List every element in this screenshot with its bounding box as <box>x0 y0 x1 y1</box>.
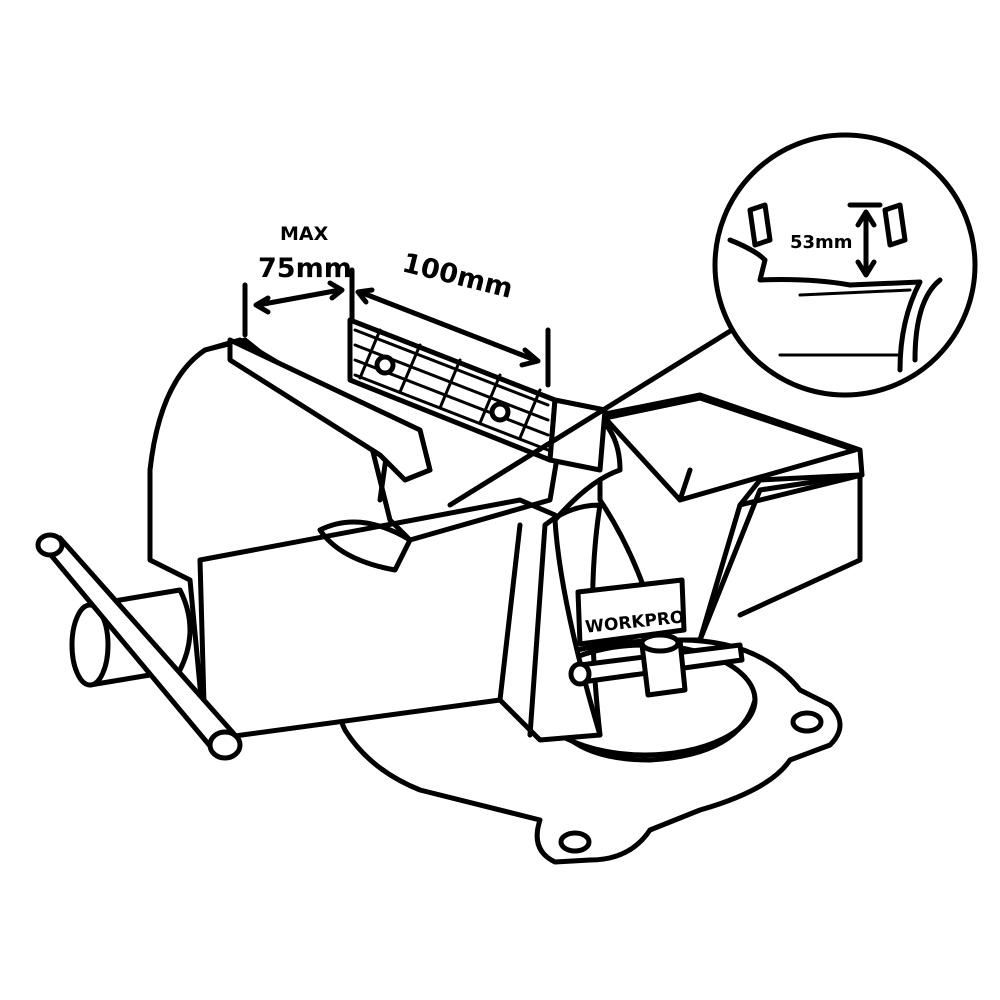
detail-inset: 53mm <box>712 132 978 398</box>
swivel-lock-handle <box>568 632 745 698</box>
dimensions <box>242 267 743 508</box>
jaw-width-dimension-label: 100mm <box>399 248 516 305</box>
jaw-plates <box>227 317 608 483</box>
handle <box>35 532 243 761</box>
throat-depth-label: 53mm <box>790 232 853 253</box>
max-label: MAX <box>280 223 329 245</box>
opening-dimension-label: 75mm <box>258 253 352 284</box>
brand-plate: WORKPRO <box>575 577 687 647</box>
